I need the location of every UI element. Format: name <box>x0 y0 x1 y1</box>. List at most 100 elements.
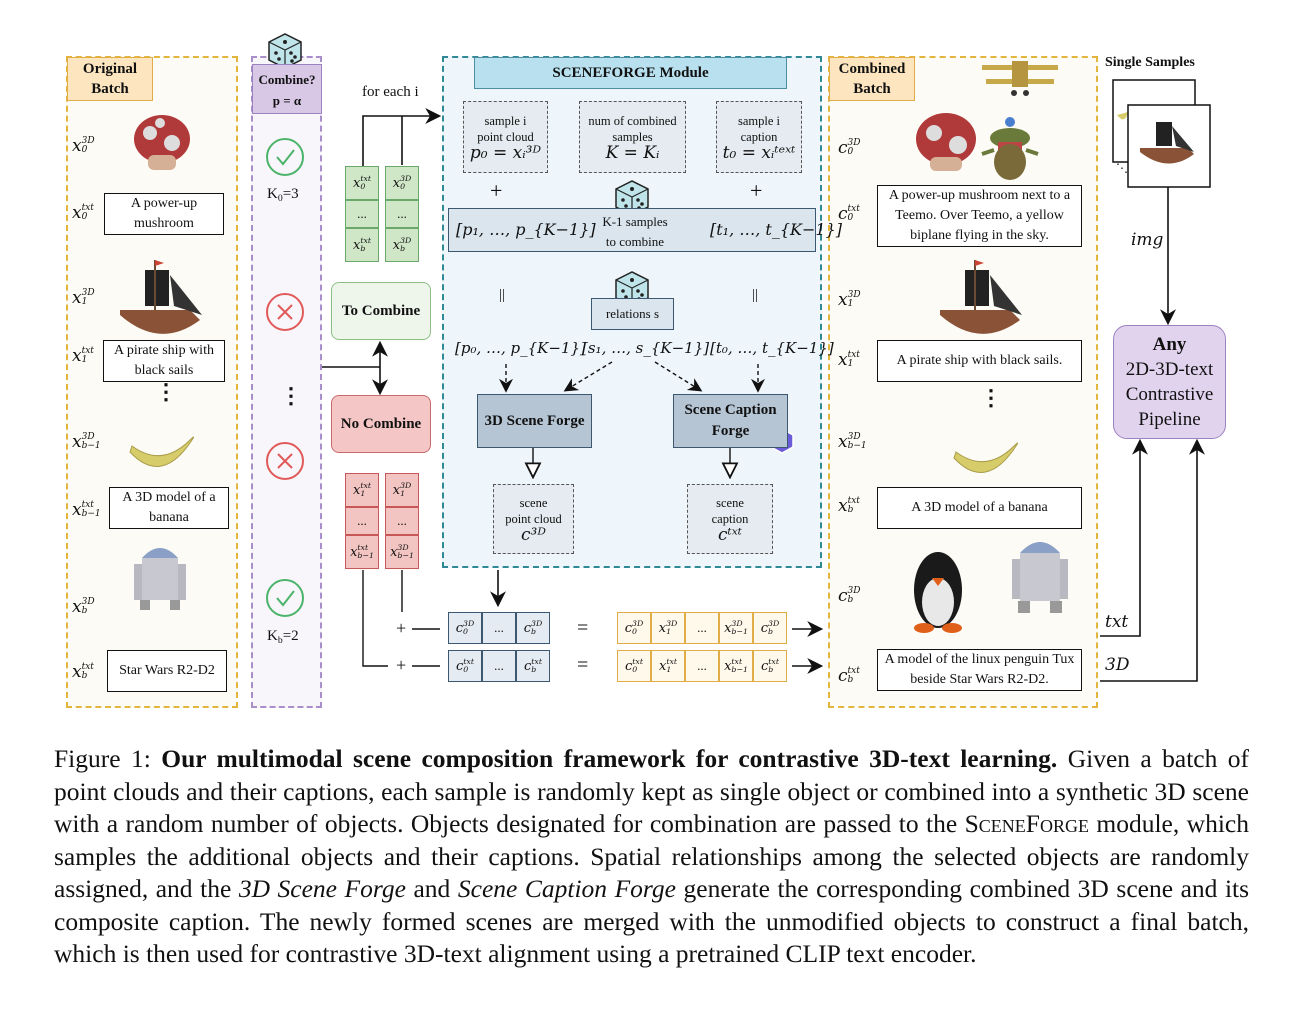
original-batch-title: Original Batch <box>67 57 153 101</box>
plus-sign: + <box>396 618 407 638</box>
mushroom-object <box>134 115 190 170</box>
sample-caption-box: sample i caption t₀ = xᵢᵗᵉˣᵗ <box>716 101 802 173</box>
sample-pc-box: sample i point cloud p₀ = xᵢ³ᴰ <box>463 101 548 173</box>
figure-title: Our multimodal scene composition framewo… <box>161 744 1058 773</box>
for-each-label: for each i <box>362 84 419 100</box>
scene-caption-output-box: scene caption cᵗˣᵗ <box>687 484 773 554</box>
txt-arrow <box>1100 438 1148 637</box>
3d-scene-forge-box: 3D Scene Forge <box>477 394 592 448</box>
caption-box: A 3D model of a banana <box>109 487 229 529</box>
plus-sign: + <box>490 178 503 203</box>
banana-object <box>953 442 1019 473</box>
figure-number: Figure 1: <box>54 744 151 773</box>
ellipsis: ⋮ <box>980 385 1002 410</box>
txt-output-label: txt <box>1105 612 1129 632</box>
img-label: img <box>1131 230 1164 250</box>
svg-text:⋱: ⋱ <box>1116 161 1128 175</box>
relations-box: relations s <box>591 298 674 330</box>
caption-box: A pirate ship with black sails <box>103 340 225 382</box>
k-value: K0=3 <box>267 186 299 204</box>
pirate-ship-object <box>120 260 202 334</box>
diagram-connectors: ⋱ <box>120 33 1211 682</box>
to-combine-box: To Combine <box>331 282 431 340</box>
caption-box: A pirate ship with black sails. <box>877 340 1082 382</box>
3d-arrow <box>1100 438 1205 682</box>
figure-caption: Figure 1: Our multimodal scene compositi… <box>54 744 1250 968</box>
check-icon <box>266 579 304 617</box>
cross-icon <box>266 293 304 331</box>
caption-box: A model of the linux penguin Tux beside … <box>877 649 1082 691</box>
sceneforge-title: SCENEFORGE Module <box>474 57 787 89</box>
k-minus-1-samples-box <box>448 208 816 252</box>
cross-icon <box>266 442 304 480</box>
sceneforge-name: SceneForge <box>964 809 1089 838</box>
teemo-object <box>981 117 1039 180</box>
combine-question-box: Combine? p = α <box>252 64 322 114</box>
3d-output-label: 3D <box>1105 655 1130 675</box>
k-value: Kb=2 <box>267 628 299 646</box>
combine-probability: p = α <box>272 93 302 108</box>
txt-list: [t₁, …, t_{K−1}] <box>710 220 842 239</box>
equals-sign: = <box>577 617 589 639</box>
contrastive-pipeline-box: Any 2D-3D-text Contrastive Pipeline <box>1113 325 1226 439</box>
dice-icon <box>268 33 302 69</box>
txt-full-list: [t₀, …, t_{K−1}] <box>710 339 834 357</box>
mushroom-object <box>916 113 976 171</box>
pirate-ship-object <box>940 260 1022 334</box>
ellipsis: ⋮ <box>280 383 302 408</box>
scene-pc-output-box: scene point cloud c³ᴰ <box>493 484 574 554</box>
pc-full-list: [p₀, …, p_{K−1}] <box>455 339 586 357</box>
r2d2-object <box>1012 542 1068 613</box>
plus-sign: + <box>750 178 763 203</box>
pirate-ship-thumbnail <box>1140 122 1194 164</box>
caption-box: A power-up mushroom <box>104 193 224 235</box>
caption-box: A 3D model of a banana <box>877 487 1082 529</box>
equals-rotated: || <box>499 287 506 303</box>
single-samples-title: Single Samples <box>1105 55 1195 70</box>
num-combined-box: num of combined samples K = Kᵢ <box>579 101 686 173</box>
equals-sign: = <box>577 654 589 676</box>
banana-object <box>129 436 195 467</box>
caption-box: A power-up mushroom next to a Teemo. Ove… <box>877 185 1082 247</box>
caption-box: Star Wars R2-D2 <box>107 650 227 692</box>
biplane-object <box>982 61 1058 96</box>
r2d2-object <box>134 548 186 610</box>
combine-question-title: Combine? <box>258 72 316 87</box>
dice-icon <box>615 180 649 216</box>
check-icon <box>266 138 304 176</box>
ellipsis: ⋮ <box>155 379 177 404</box>
scene-caption-forge-box: Scene Caption Forge <box>673 394 788 448</box>
relations-list: [s₁, …, s_{K−1}] <box>582 339 710 357</box>
pc-list: [p₁, …, p_{K−1}] <box>456 220 596 239</box>
penguin-object <box>914 552 962 633</box>
equals-rotated: || <box>752 287 759 303</box>
no-combine-box: No Combine <box>331 395 431 453</box>
combined-batch-title: Combined Batch <box>829 57 915 101</box>
plus-sign: + <box>396 655 407 675</box>
